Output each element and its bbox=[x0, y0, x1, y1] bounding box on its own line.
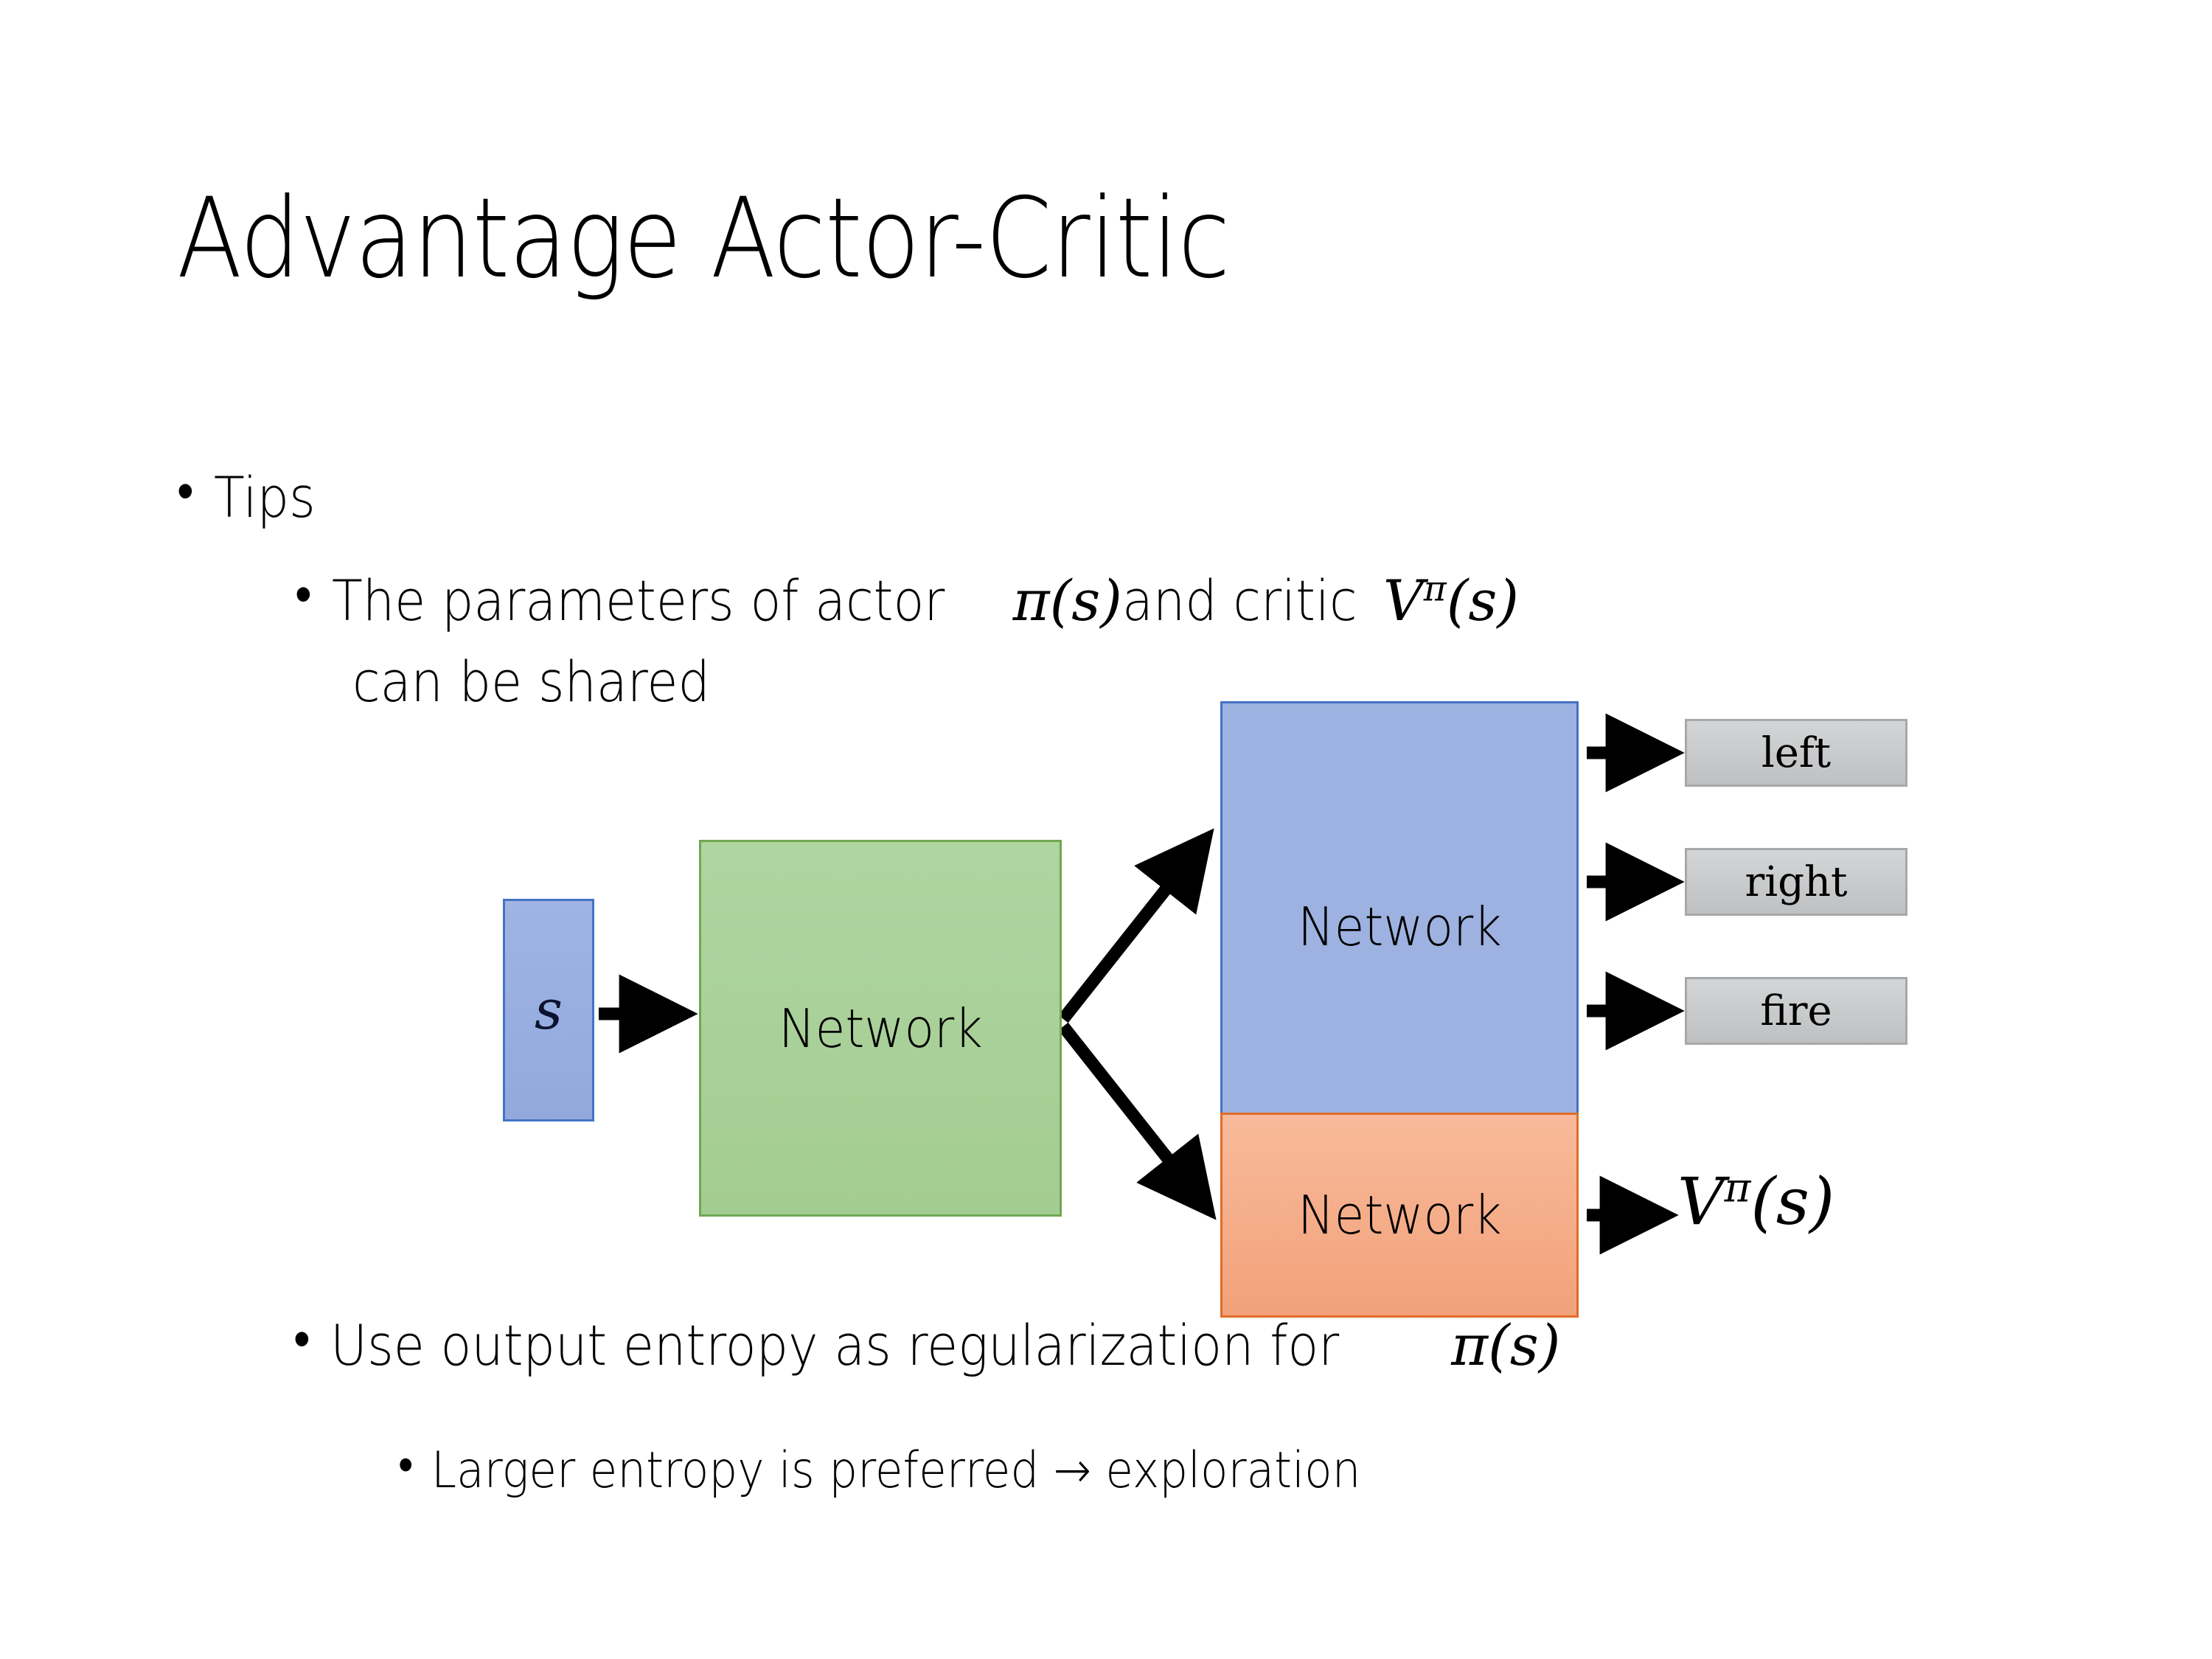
bullet-entropy-text: Use output entropy as regularization for bbox=[330, 1312, 1340, 1378]
bullet-larger-entropy: • Larger entropy is preferred → explorat… bbox=[398, 1441, 1464, 1500]
action-label-right: right bbox=[1745, 858, 1848, 906]
critic-network-box: Network bbox=[1220, 1113, 1579, 1318]
bullet-entropy-regularization: • Use output entropy as regularization f… bbox=[293, 1312, 1560, 1379]
math-value-superscript: π bbox=[1423, 568, 1447, 610]
bullet-params-text-mid: and critic bbox=[1121, 568, 1357, 633]
value-output-arg: (s) bbox=[1750, 1164, 1835, 1239]
action-box-left: left bbox=[1685, 719, 1907, 787]
bullet-shared-parameters: • The parameters of actor π(s) and criti… bbox=[295, 568, 1519, 634]
bullet-tips-text: Tips bbox=[213, 465, 316, 530]
bullet-can-be-shared: can be shared bbox=[352, 649, 750, 715]
value-output-superscript: π bbox=[1724, 1164, 1751, 1211]
math-value-base: V bbox=[1382, 568, 1424, 633]
action-box-fire: fire bbox=[1685, 977, 1907, 1045]
math-policy-pi-s: π(s) bbox=[1451, 1312, 1561, 1378]
bullet-can-be-shared-text: can be shared bbox=[352, 649, 710, 714]
arrow-shared-to-critic bbox=[1058, 1022, 1217, 1220]
bullet-larger-entropy-text: Larger entropy is preferred → exploratio… bbox=[431, 1441, 1360, 1500]
action-box-right: right bbox=[1685, 848, 1907, 916]
action-label-fire: fire bbox=[1760, 987, 1832, 1035]
bullet-dot-icon: • bbox=[293, 1308, 310, 1370]
page-title: Advantage Actor-Critic bbox=[177, 175, 1230, 303]
critic-network-label: Network bbox=[1297, 1184, 1502, 1246]
state-input-box: s bbox=[503, 899, 594, 1121]
bullet-dot-icon: • bbox=[398, 1437, 414, 1492]
bullet-tips: • Tips bbox=[177, 465, 327, 531]
arrow-shared-to-actor bbox=[1058, 828, 1214, 1023]
bullet-dot-icon: • bbox=[177, 460, 194, 522]
state-input-label: s bbox=[535, 978, 563, 1042]
bullet-params-text-before: The parameters of actor bbox=[331, 568, 945, 633]
shared-network-box: Network bbox=[699, 840, 1062, 1217]
value-output-base: V bbox=[1677, 1164, 1725, 1239]
value-output-label: Vπ(s) bbox=[1677, 1164, 1834, 1239]
math-value-arg: (s) bbox=[1446, 568, 1520, 633]
action-label-left: left bbox=[1761, 728, 1832, 777]
actor-network-label: Network bbox=[1297, 895, 1502, 958]
math-policy-pi-s: π(s) bbox=[1012, 568, 1122, 633]
shared-network-label: Network bbox=[778, 997, 983, 1060]
actor-network-box: Network bbox=[1220, 701, 1579, 1152]
math-value-function: Vπ(s) bbox=[1383, 568, 1519, 634]
bullet-dot-icon: • bbox=[295, 563, 312, 625]
